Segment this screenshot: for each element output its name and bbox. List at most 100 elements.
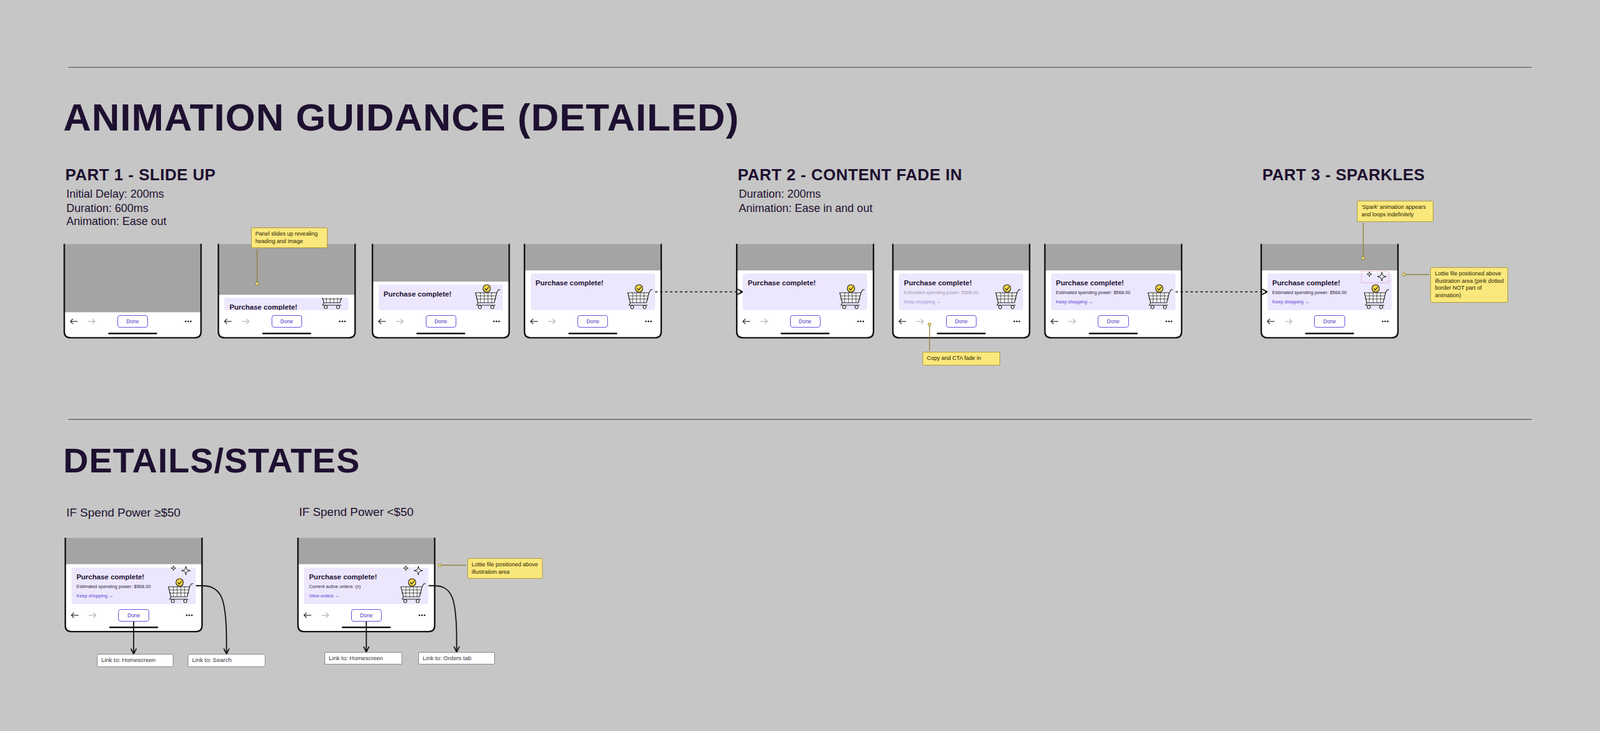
node-text: Done (434, 318, 447, 325)
cart-illustration (317, 297, 347, 309)
phone-mockup (1261, 243, 1398, 338)
phone-mockup (892, 243, 1030, 338)
panel-heading: Purchase complete! (1056, 278, 1144, 288)
node-text: Panel slides up revealing heading and im… (255, 230, 324, 245)
cart-illustration (397, 569, 426, 603)
confirmation-panel: Purchase complete! (378, 284, 503, 311)
back-arrow-icon (70, 318, 78, 324)
confirmation-panel: Purchase complete!Current active orders:… (303, 567, 429, 605)
panel-heading: Purchase complete! (383, 289, 471, 299)
back-arrow-icon (224, 318, 232, 324)
node-text: Done (798, 318, 812, 325)
page-title: ANIMATION GUIDANCE (DETAILED) (63, 95, 740, 140)
back-arrow-icon (303, 612, 311, 618)
done-button: Done (117, 315, 148, 328)
back-arrow-icon (742, 318, 750, 324)
leader-line (1402, 272, 1430, 276)
confirmation-panel: Purchase complete! (530, 273, 656, 311)
link-box: Link to: Search (187, 653, 266, 667)
phone-mockup (372, 243, 510, 338)
node-text: Copy and CTA fade in (926, 354, 996, 363)
forward-arrow-icon (1068, 318, 1076, 324)
phone-mockup (736, 243, 874, 338)
cart-illustration (1360, 275, 1390, 309)
callout-note: Lottie file positioned above illustratio… (1430, 267, 1509, 303)
link-box: Link to: Homescreen (324, 652, 403, 665)
panel-cta: Keep shopping → (76, 593, 164, 600)
node-text: Link to: Homescreen (328, 654, 398, 663)
note-text: Initial Delay: 200ms (66, 187, 165, 201)
panel-heading: Purchase complete! (535, 278, 623, 288)
panel-body: Estimated spending power: $568.00 (1056, 289, 1144, 296)
home-indicator (1305, 332, 1355, 335)
note-text: Animation: Ease out (66, 215, 167, 229)
callout-note: 'Spark' animation appears and loops inde… (1356, 200, 1434, 222)
sparkle-icon (1361, 271, 1389, 283)
phone-mockup (218, 243, 355, 338)
done-button: Done (118, 609, 149, 622)
done-button: Done (351, 609, 382, 622)
divider-rule (68, 67, 1532, 68)
node-text: Done (954, 318, 968, 325)
section-heading: DETAILS/STATES (63, 440, 361, 481)
back-arrow-icon (530, 318, 538, 324)
phone-mockup (64, 243, 201, 338)
done-button: Done (790, 315, 821, 328)
forward-arrow-icon (916, 318, 924, 324)
node-text: Done (1323, 318, 1336, 325)
panel-heading: Purchase complete! (747, 278, 835, 288)
navigation-arrow (365, 621, 367, 653)
panel-heading: Purchase complete! (308, 572, 396, 582)
panel-cta: Keep shopping → (903, 298, 991, 306)
home-indicator (262, 332, 312, 335)
panel-body: Estimated spending power: $568.00 (1272, 289, 1360, 296)
node-text: 'Spark' animation appears and loops inde… (1361, 203, 1430, 219)
forward-arrow-icon (87, 318, 95, 324)
cart-illustration (1144, 275, 1173, 309)
navigation-arrow (133, 621, 135, 655)
node-text: Lottie file positioned above illustratio… (1434, 270, 1504, 300)
forward-arrow-icon (548, 318, 556, 324)
link-box: Link to: Orders tab (418, 652, 495, 665)
note-text: Animation: Ease in and out (739, 202, 873, 216)
sequence-arrow (655, 291, 743, 293)
back-arrow-icon (1051, 318, 1058, 324)
back-arrow-icon (378, 318, 386, 324)
forward-arrow-icon (1284, 318, 1292, 324)
confirmation-panel: Purchase complete!Estimated spending pow… (1267, 273, 1392, 311)
section-heading: PART 1 - SLIDE UP (65, 165, 216, 185)
navigation-arrow (195, 585, 227, 654)
back-arrow-icon (1267, 318, 1275, 324)
sequence-arrow (1175, 291, 1268, 293)
panel-cta: Keep shopping → (1272, 298, 1360, 306)
done-button: Done (271, 315, 303, 328)
panel-body: Current active orders: (x) (308, 583, 396, 590)
leader-line (1361, 223, 1366, 260)
leader-line (438, 563, 467, 567)
cart-illustration (471, 275, 501, 309)
callout-note: Panel slides up revealing heading and im… (251, 227, 328, 249)
done-button: Done (577, 315, 608, 328)
leader-line (928, 323, 932, 352)
note-text: IF Spend Power <$50 (298, 505, 414, 520)
sparkle-icon (170, 565, 191, 575)
home-indicator (780, 332, 830, 335)
done-button: Done (425, 315, 457, 328)
panel-heading: Purchase complete! (76, 572, 164, 582)
home-indicator (568, 332, 618, 335)
forward-arrow-icon (241, 318, 249, 324)
link-box: Link to: Homescreen (96, 653, 174, 667)
node-text: Done (127, 612, 140, 619)
forward-arrow-icon (88, 612, 96, 618)
cart-illustration (624, 275, 653, 309)
confirmation-panel: Purchase complete!Estimated spending pow… (898, 273, 1024, 311)
navigation-arrow (428, 585, 457, 653)
leader-line (255, 249, 259, 285)
note-text: Duration: 600ms (66, 202, 149, 216)
section-heading: PART 2 - CONTENT FADE IN (737, 165, 963, 185)
home-indicator (936, 332, 986, 335)
node-text: Lottie file positioned above illustratio… (471, 561, 539, 576)
panel-heading: Purchase complete! (903, 278, 991, 288)
phone-mockup (65, 537, 203, 632)
